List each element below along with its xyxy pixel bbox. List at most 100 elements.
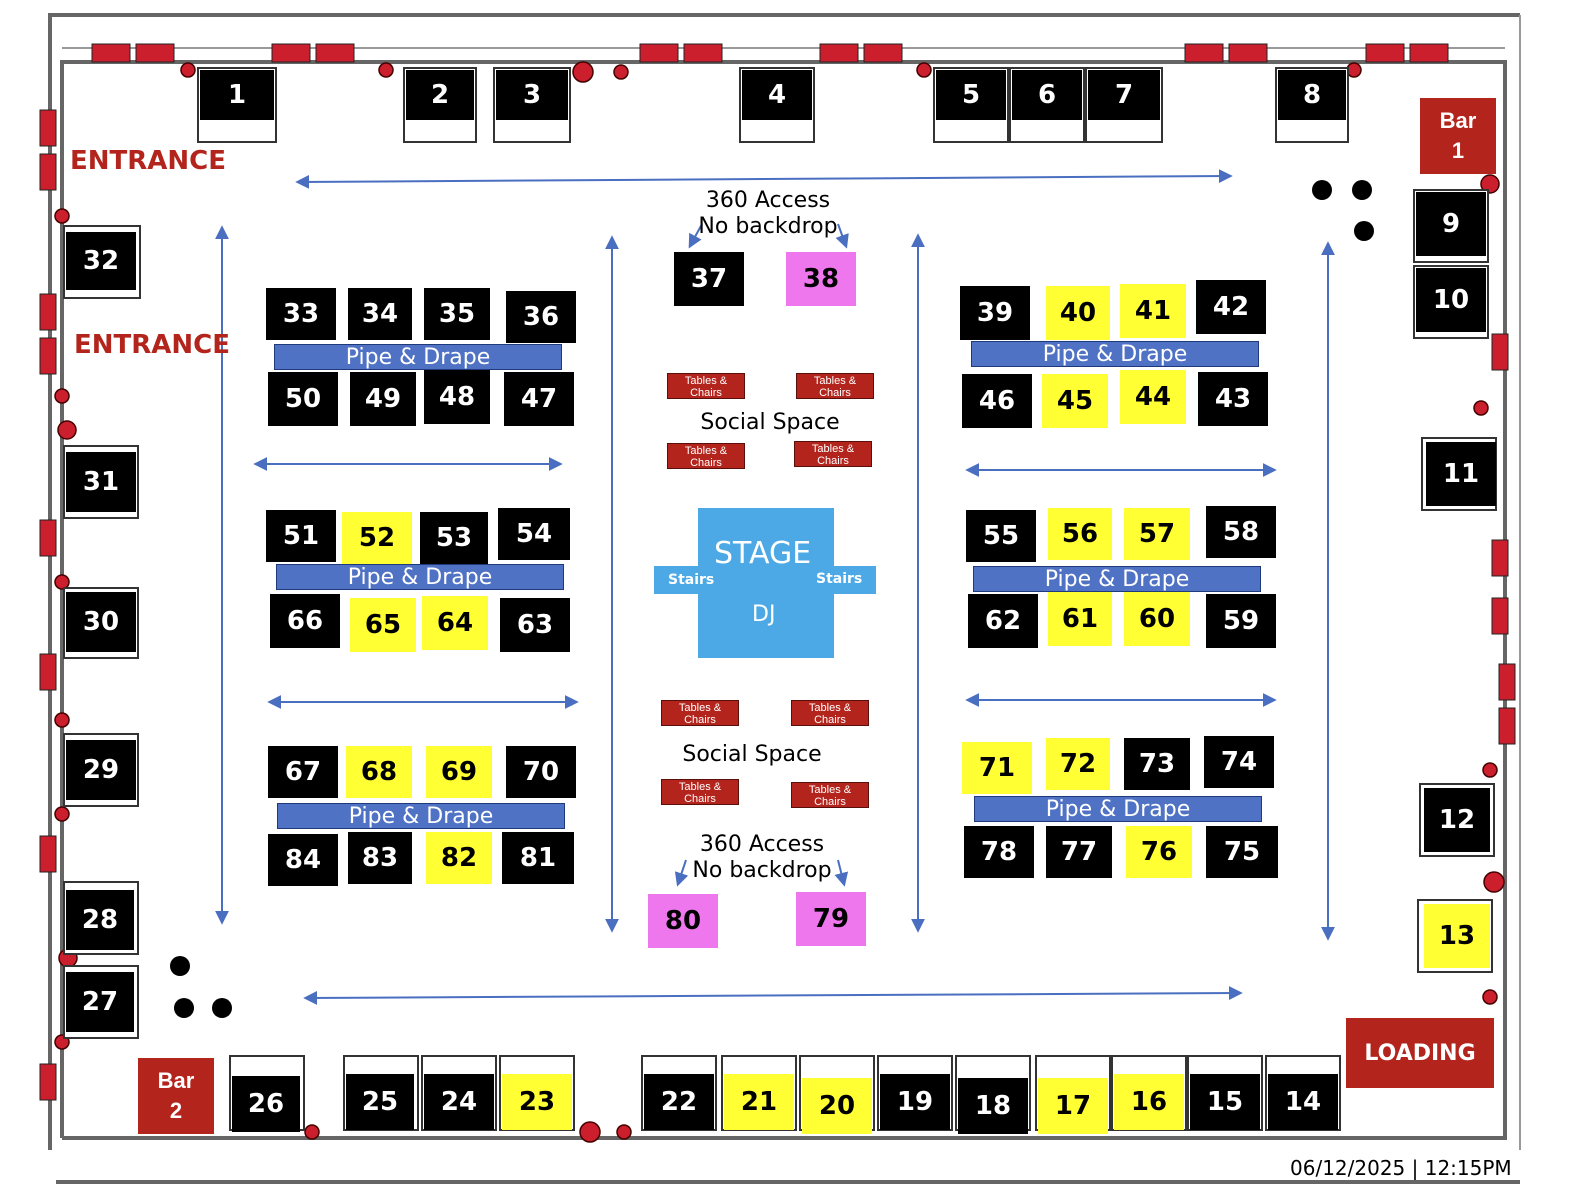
booth-43[interactable]: 43 xyxy=(1198,372,1268,426)
booth-21[interactable]: 21 xyxy=(724,1074,794,1130)
booth-83[interactable]: 83 xyxy=(348,832,412,884)
booth-69[interactable]: 69 xyxy=(426,746,492,798)
booth-64[interactable]: 64 xyxy=(422,596,488,650)
booth-22[interactable]: 22 xyxy=(644,1074,714,1130)
booth-76[interactable]: 76 xyxy=(1126,826,1192,878)
tables-chairs[interactable]: Tables & Chairs xyxy=(661,700,739,726)
booth-11[interactable]: 11 xyxy=(1426,442,1496,506)
booth-66[interactable]: 66 xyxy=(270,594,340,648)
booth-13[interactable]: 13 xyxy=(1424,904,1490,968)
booth-81[interactable]: 81 xyxy=(502,832,574,884)
booth-30[interactable]: 30 xyxy=(66,592,136,652)
booth-19[interactable]: 19 xyxy=(880,1074,950,1130)
booth-36[interactable]: 36 xyxy=(506,291,576,343)
booth-61[interactable]: 61 xyxy=(1048,592,1112,646)
loading-dock[interactable]: LOADING xyxy=(1346,1018,1494,1088)
booth-14[interactable]: 14 xyxy=(1268,1074,1338,1130)
booth-4[interactable]: 4 xyxy=(742,70,812,124)
booth-53[interactable]: 53 xyxy=(420,512,488,564)
booth-38[interactable]: 38 xyxy=(786,252,856,306)
booth-2[interactable]: 2 xyxy=(406,70,474,124)
booth-9[interactable]: 9 xyxy=(1416,192,1486,256)
booth-34[interactable]: 34 xyxy=(348,288,412,340)
booth-29[interactable]: 29 xyxy=(66,740,136,800)
booth-63[interactable]: 63 xyxy=(500,598,570,652)
booth-26[interactable]: 26 xyxy=(232,1076,300,1132)
booth-37[interactable]: 37 xyxy=(674,252,744,306)
booth-59[interactable]: 59 xyxy=(1206,594,1276,648)
booth-8[interactable]: 8 xyxy=(1278,70,1346,124)
booth-50[interactable]: 50 xyxy=(268,372,338,426)
booth-45[interactable]: 45 xyxy=(1042,374,1108,428)
bar-2[interactable]: Bar 2 xyxy=(138,1058,214,1134)
booth-6[interactable]: 6 xyxy=(1012,70,1082,124)
booth-23[interactable]: 23 xyxy=(502,1074,572,1130)
booth-73[interactable]: 73 xyxy=(1124,738,1190,790)
booth-44[interactable]: 44 xyxy=(1120,370,1186,424)
booth-17[interactable]: 17 xyxy=(1038,1078,1108,1134)
booth-54[interactable]: 54 xyxy=(498,508,570,560)
booth-70[interactable]: 70 xyxy=(506,746,576,798)
booth-3[interactable]: 3 xyxy=(496,70,568,124)
booth-84[interactable]: 84 xyxy=(268,834,338,886)
booth-68[interactable]: 68 xyxy=(346,746,412,798)
booth-46[interactable]: 46 xyxy=(962,374,1032,428)
booth-33[interactable]: 33 xyxy=(266,288,336,340)
tables-chairs[interactable]: Tables & Chairs xyxy=(667,443,745,469)
booth-7[interactable]: 7 xyxy=(1088,70,1160,124)
booth-31[interactable]: 31 xyxy=(66,452,136,512)
booth-39[interactable]: 39 xyxy=(960,286,1030,340)
booth-16[interactable]: 16 xyxy=(1114,1074,1184,1130)
booth-62[interactable]: 62 xyxy=(968,594,1038,648)
booth-20[interactable]: 20 xyxy=(802,1078,872,1134)
stage-platform xyxy=(654,508,876,658)
booth-71[interactable]: 71 xyxy=(962,742,1032,794)
tables-chairs[interactable]: Tables & Chairs xyxy=(791,700,869,726)
booth-74[interactable]: 74 xyxy=(1204,736,1274,788)
booth-47[interactable]: 47 xyxy=(504,372,574,426)
booth-35[interactable]: 35 xyxy=(424,288,490,340)
booth-48[interactable]: 48 xyxy=(424,370,490,424)
booth-28[interactable]: 28 xyxy=(66,890,134,950)
booth-27[interactable]: 27 xyxy=(66,972,134,1032)
booth-82[interactable]: 82 xyxy=(426,832,492,884)
booth-60[interactable]: 60 xyxy=(1124,592,1190,646)
booth-77[interactable]: 77 xyxy=(1046,826,1112,878)
booth-55[interactable]: 55 xyxy=(966,510,1036,562)
tables-chairs[interactable]: Tables & Chairs xyxy=(791,782,869,808)
booth-79[interactable]: 79 xyxy=(796,892,866,946)
booth-12[interactable]: 12 xyxy=(1424,788,1490,852)
booth-51[interactable]: 51 xyxy=(266,510,336,562)
pipe-drape: Pipe & Drape xyxy=(971,341,1259,367)
booth-15[interactable]: 15 xyxy=(1190,1074,1260,1130)
booth-42[interactable]: 42 xyxy=(1196,280,1266,334)
booth-5[interactable]: 5 xyxy=(936,70,1006,124)
bar-1[interactable]: Bar 1 xyxy=(1420,98,1496,174)
booth-24[interactable]: 24 xyxy=(424,1074,494,1130)
booth-80[interactable]: 80 xyxy=(648,894,718,948)
booth-78[interactable]: 78 xyxy=(964,826,1034,878)
booth-18[interactable]: 18 xyxy=(958,1078,1028,1134)
tables-chairs[interactable]: Tables & Chairs xyxy=(796,373,874,399)
tables-chairs[interactable]: Tables & Chairs xyxy=(667,373,745,399)
tables-chairs[interactable]: Tables & Chairs xyxy=(794,441,872,467)
booth-56[interactable]: 56 xyxy=(1048,508,1112,560)
booth-65[interactable]: 65 xyxy=(350,598,416,652)
tables-chairs[interactable]: Tables & Chairs xyxy=(661,779,739,805)
booth-10[interactable]: 10 xyxy=(1416,268,1486,332)
booth-75[interactable]: 75 xyxy=(1206,826,1278,878)
booth-67[interactable]: 67 xyxy=(268,746,338,798)
entrance-label: ENTRANCE xyxy=(70,146,226,176)
timestamp: 06/12/2025 | 12:15PM xyxy=(1290,1156,1512,1180)
booth-58[interactable]: 58 xyxy=(1206,506,1276,558)
stage-stairs-right: Stairs xyxy=(816,571,863,587)
booth-25[interactable]: 25 xyxy=(346,1074,414,1130)
booth-41[interactable]: 41 xyxy=(1120,284,1186,338)
booth-72[interactable]: 72 xyxy=(1046,738,1110,790)
booth-49[interactable]: 49 xyxy=(350,372,416,426)
booth-40[interactable]: 40 xyxy=(1046,286,1110,340)
booth-57[interactable]: 57 xyxy=(1124,508,1190,560)
booth-1[interactable]: 1 xyxy=(200,70,274,124)
booth-52[interactable]: 52 xyxy=(342,512,412,564)
booth-32[interactable]: 32 xyxy=(66,232,136,290)
